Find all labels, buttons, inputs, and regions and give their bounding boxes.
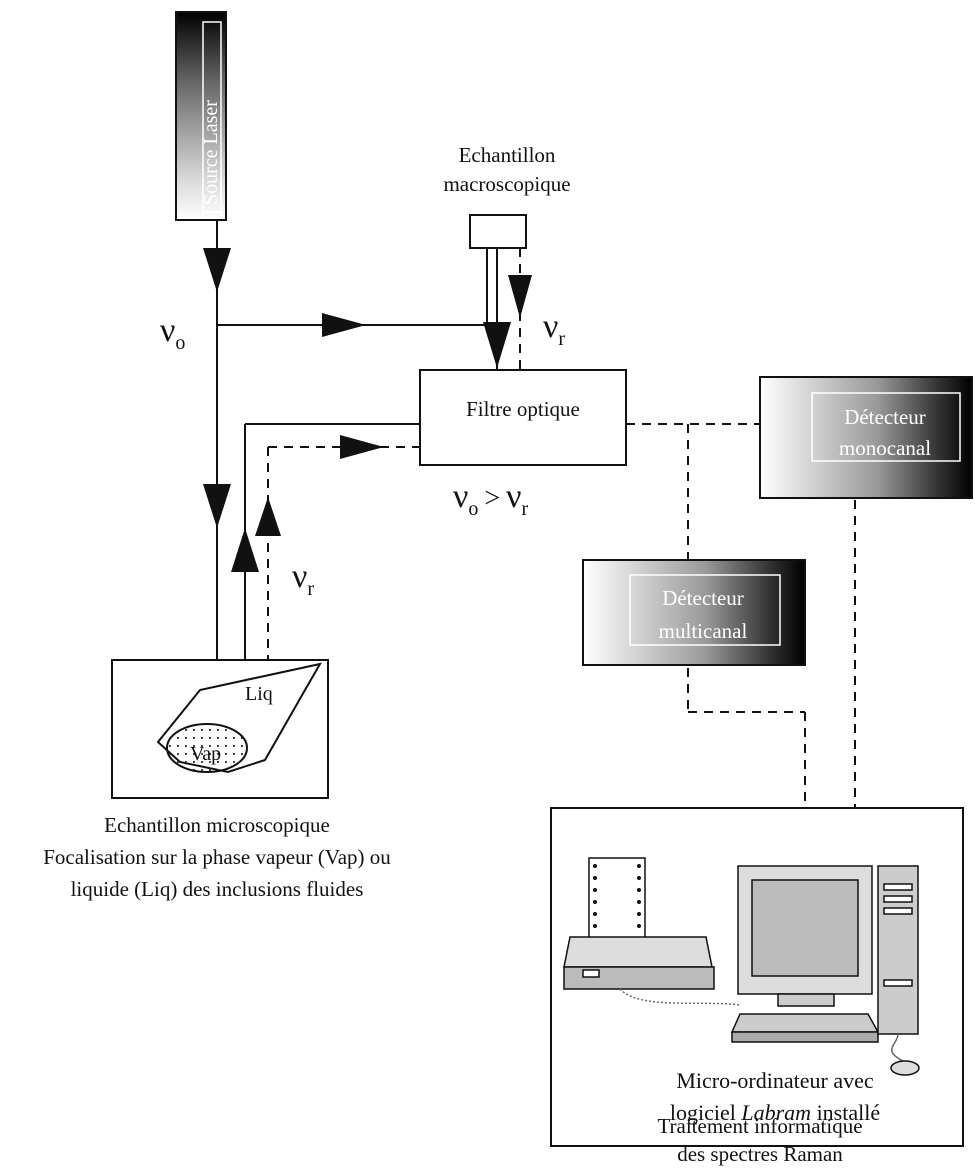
- filter-label: Filtre optique: [466, 397, 580, 421]
- vap-label: Vap: [190, 743, 221, 765]
- liq-label: Liq: [245, 683, 273, 705]
- nu-o-gt-nu-r: νo>νr: [453, 478, 529, 520]
- nu-o-symbol: νo: [160, 312, 185, 354]
- micro-caption-line1: Echantillon microscopique: [104, 813, 330, 837]
- microscopic-sample: Liq Vap: [111, 659, 329, 799]
- detector-monocanal: [759, 376, 973, 499]
- macro-sample-line1: Echantillon: [459, 143, 556, 167]
- detector-mono-line1: Détecteur: [844, 405, 926, 429]
- detector-multi-line2: multicanal: [659, 619, 748, 643]
- processing-caption: Traitement informatique des spectres Ram…: [620, 1112, 900, 1169]
- detector-mono-line2: monocanal: [839, 436, 931, 460]
- printer-icon: [563, 857, 741, 1006]
- excitation-arrows: [203, 248, 511, 572]
- nu-r-symbol-micro: νr: [292, 558, 314, 600]
- processing-line1: Traitement informatique: [657, 1114, 863, 1138]
- nu-r-symbol-macro: νr: [543, 308, 565, 350]
- raman-arrows: [255, 275, 532, 536]
- macro-sample-line2: macroscopique: [443, 172, 570, 196]
- raman-signal-paths: [267, 248, 856, 808]
- optical-filter-box: [419, 369, 627, 466]
- laser-label: Source Laser: [200, 100, 222, 205]
- computer-caption-line1: Micro-ordinateur avec: [676, 1068, 874, 1093]
- micro-caption-line3: liquide (Liq) des inclusions fluides: [71, 877, 364, 901]
- micro-caption-line2: Focalisation sur la phase vapeur (Vap) o…: [43, 845, 391, 869]
- computer-caption-line2: logiciel Labram installé: [670, 1100, 880, 1125]
- detector-multicanal: [582, 559, 806, 666]
- laser-source: Source Laser: [175, 11, 227, 221]
- pc-tower-icon: [877, 865, 920, 1076]
- processing-line2: des spectres Raman: [677, 1142, 843, 1167]
- monitor-icon: [730, 865, 880, 1043]
- detector-multi-line1: Détecteur: [662, 586, 744, 610]
- macroscopic-sample-box: [469, 214, 527, 249]
